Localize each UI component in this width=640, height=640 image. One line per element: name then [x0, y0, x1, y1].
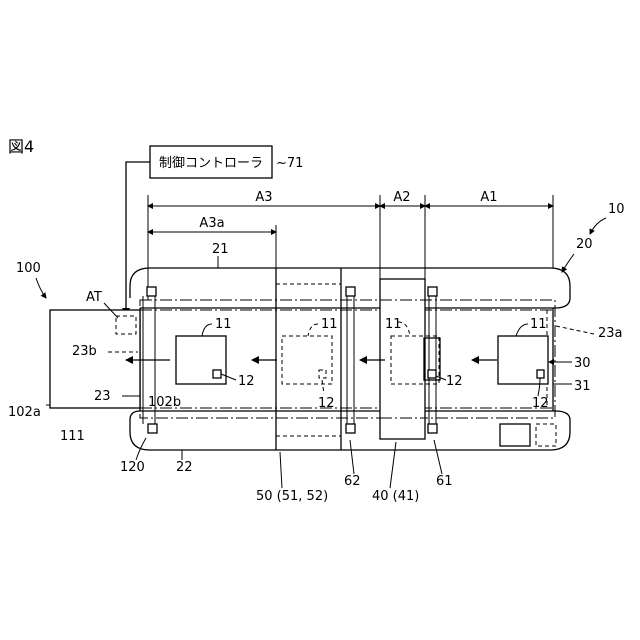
marker-12-a2	[428, 370, 436, 378]
sensor-marker	[147, 287, 156, 296]
bottom-box	[500, 424, 530, 446]
label-40: 40 (41)	[372, 489, 419, 504]
label-11-zone50: 11	[321, 317, 338, 332]
label-102b: 102b	[148, 395, 181, 410]
leader-11-a1	[516, 324, 528, 336]
label-12-a2: 12	[446, 374, 463, 389]
label-62: 62	[344, 474, 361, 489]
label-12-a3a: 12	[238, 374, 255, 389]
label-50: 50 (51, 52)	[256, 489, 328, 504]
sensor-marker	[428, 424, 437, 433]
label-20: 20	[576, 237, 593, 252]
figure-title: 図4	[8, 137, 34, 156]
label-23: 23	[94, 389, 111, 404]
leader-100	[36, 278, 46, 298]
leader-62	[350, 440, 354, 474]
sensor-marker	[346, 287, 355, 296]
label-102a: 102a	[8, 405, 41, 420]
label-22: 22	[176, 460, 193, 475]
label-12-a1: 12	[532, 396, 549, 411]
label-61: 61	[436, 474, 453, 489]
label-at: AT	[86, 290, 102, 305]
marker-12-zone50	[319, 370, 326, 378]
leader-20	[562, 254, 574, 272]
label-11-a3a: 11	[215, 317, 232, 332]
bottom-box-dashed	[536, 424, 556, 446]
label-10: 10	[608, 202, 625, 217]
label-12-zone50: 12	[318, 396, 335, 411]
leader-10	[590, 218, 606, 234]
leader-11-zone50	[308, 324, 318, 336]
sensor-marker	[148, 424, 157, 433]
leader-11-a3a	[202, 324, 212, 336]
label-a2: A2	[393, 190, 410, 205]
label-71: ~71	[276, 156, 303, 171]
label-21: 21	[212, 242, 229, 257]
leader-61	[434, 440, 442, 474]
marker-12-a1	[537, 370, 544, 378]
item-11-zone50	[282, 336, 332, 384]
label-30: 30	[574, 356, 591, 371]
marker-12-a3a	[213, 370, 221, 378]
sensor-marker	[346, 424, 355, 433]
label-11-a2: 11	[385, 317, 402, 332]
label-a3a: A3a	[199, 216, 224, 231]
label-31: 31	[574, 379, 591, 394]
label-23b: 23b	[72, 344, 97, 359]
gate-40	[380, 279, 425, 439]
label-111: 111	[60, 429, 85, 444]
leader-50	[280, 452, 282, 488]
leader-12-zone50	[322, 380, 324, 394]
label-11-a1: 11	[530, 317, 547, 332]
leader-23a	[556, 326, 594, 334]
label-a1: A1	[480, 190, 497, 205]
label-23a: 23a	[598, 326, 623, 341]
label-a3: A3	[255, 190, 272, 205]
label-120: 120	[120, 460, 145, 475]
controller-label: 制御コントローラ	[159, 156, 263, 171]
label-100: 100	[16, 261, 41, 276]
leader-40	[390, 442, 396, 488]
sensor-marker	[428, 287, 437, 296]
